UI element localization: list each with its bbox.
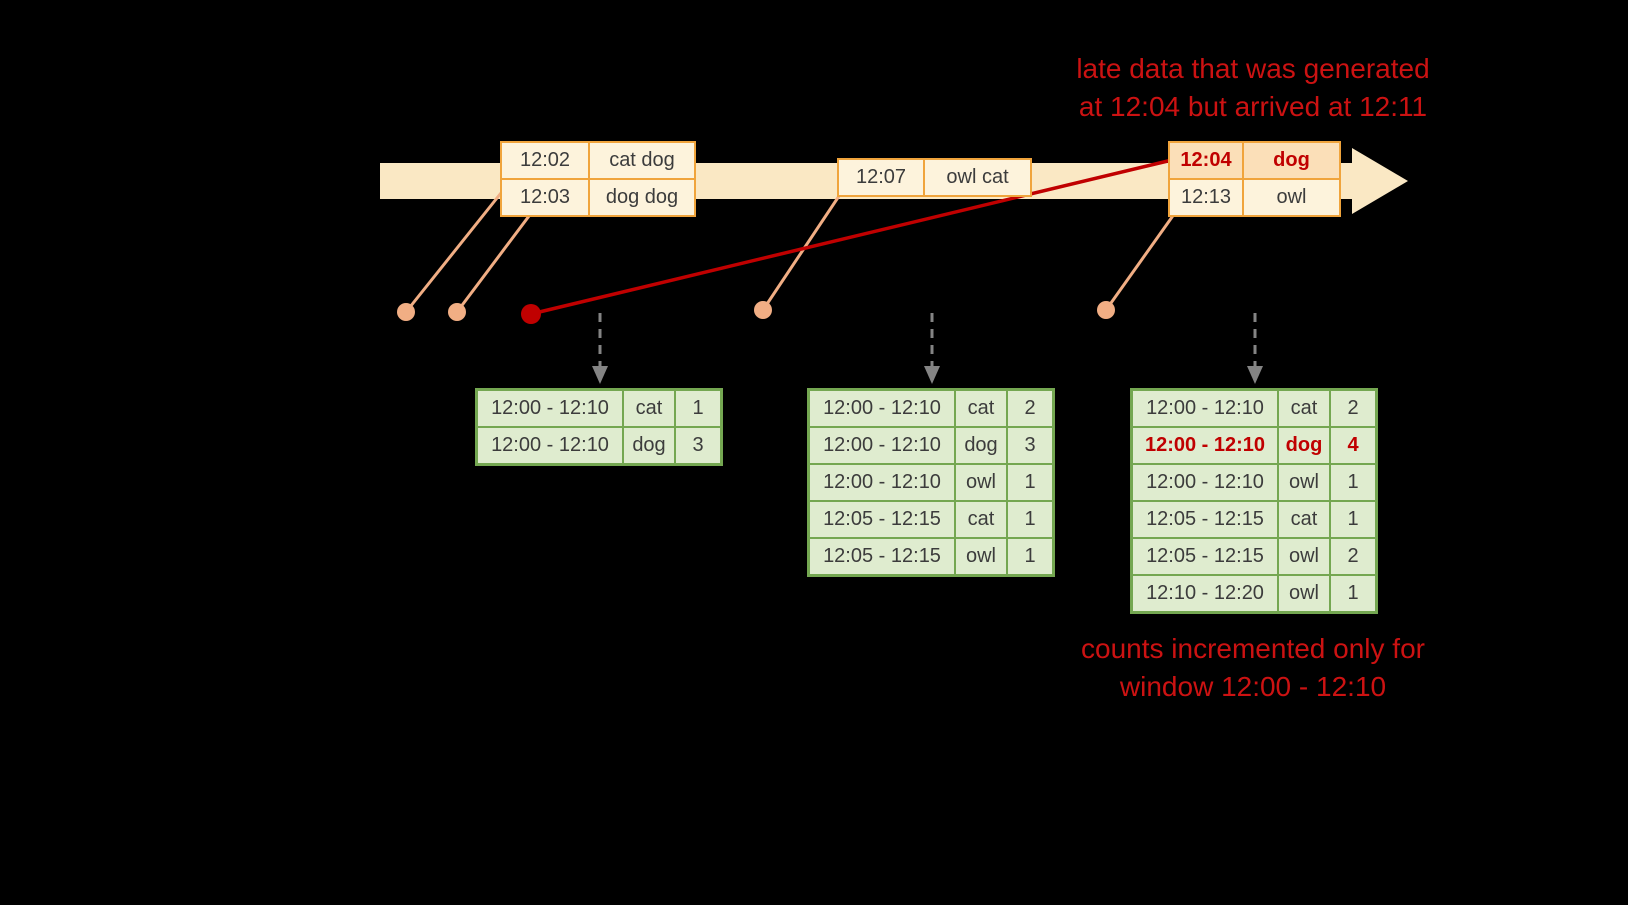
result-window: 12:10 - 12:20 [1133, 576, 1277, 611]
result-word: owl [1279, 465, 1329, 500]
result-window: 12:00 - 12:10 [810, 391, 954, 426]
result-count: 2 [1008, 391, 1052, 426]
connector-line [455, 199, 543, 313]
result-count: 1 [676, 391, 720, 426]
result-count: 2 [1331, 539, 1375, 574]
result-window: 12:00 - 12:10 [810, 465, 954, 500]
event-words: cat dog [590, 143, 694, 178]
counts-note-line2: window 12:00 - 12:10 [1119, 671, 1387, 702]
event-time: 12:07 [839, 160, 923, 195]
result-window: 12:00 - 12:10 [478, 428, 622, 463]
result-window: 12:00 - 12:10 [1133, 465, 1277, 500]
result-window: 12:00 - 12:10 [1133, 391, 1277, 426]
connector-line [761, 192, 843, 311]
event-time: 12:02 [502, 143, 588, 178]
updated-result-window: 12:00 - 12:10 [1133, 428, 1277, 463]
event-table-3: 12:04 dog 12:13 owl [1168, 141, 1341, 217]
event-words: dog dog [590, 180, 694, 215]
result-word: owl [956, 539, 1006, 574]
event-words: owl [1244, 180, 1339, 215]
result-word: owl [1279, 576, 1329, 611]
result-table-3: 12:00 - 12:10 cat 2 12:00 - 12:10 dog 4 … [1130, 388, 1378, 614]
late-data-line [530, 158, 1173, 316]
event-words: owl cat [925, 160, 1030, 195]
result-count: 1 [1331, 502, 1375, 537]
event-dot [397, 303, 415, 321]
late-data-note: late data that was generated at 12:04 bu… [1030, 50, 1476, 126]
result-count: 1 [1008, 465, 1052, 500]
result-word: cat [1279, 502, 1329, 537]
result-count: 3 [1008, 428, 1052, 463]
result-window: 12:05 - 12:15 [810, 502, 954, 537]
result-window: 12:00 - 12:10 [478, 391, 622, 426]
late-data-note-line1: late data that was generated [1076, 53, 1430, 84]
trigger-arrow-icon [924, 313, 940, 384]
late-data-dot [521, 304, 541, 324]
result-count: 2 [1331, 391, 1375, 426]
result-count: 3 [676, 428, 720, 463]
event-dot [448, 303, 466, 321]
result-table-1: 12:00 - 12:10 cat 1 12:00 - 12:10 dog 3 [475, 388, 723, 466]
event-table-2: 12:07 owl cat [837, 158, 1032, 197]
result-word: dog [624, 428, 674, 463]
trigger-arrow-icon [592, 313, 608, 384]
result-word: cat [956, 502, 1006, 537]
event-dot [754, 301, 772, 319]
result-window: 12:00 - 12:10 [810, 428, 954, 463]
result-window: 12:05 - 12:15 [1133, 502, 1277, 537]
result-word: owl [956, 465, 1006, 500]
connector-line [404, 187, 507, 313]
event-dot [1097, 301, 1115, 319]
result-window: 12:05 - 12:15 [1133, 539, 1277, 574]
event-table-1: 12:02 cat dog 12:03 dog dog [500, 141, 696, 217]
result-word: cat [1279, 391, 1329, 426]
late-event-words: dog [1244, 143, 1339, 178]
result-count: 1 [1331, 576, 1375, 611]
trigger-arrow-icon [1247, 313, 1263, 384]
event-time: 12:13 [1170, 180, 1242, 215]
result-word: dog [956, 428, 1006, 463]
result-count: 1 [1331, 465, 1375, 500]
result-count: 1 [1008, 502, 1052, 537]
result-word: cat [624, 391, 674, 426]
counts-note-line1: counts incremented only for [1081, 633, 1425, 664]
connector-line [1104, 202, 1184, 311]
updated-result-word: dog [1279, 428, 1329, 463]
late-data-note-line2: at 12:04 but arrived at 12:11 [1078, 91, 1428, 122]
result-word: owl [1279, 539, 1329, 574]
result-count: 1 [1008, 539, 1052, 574]
late-event-time: 12:04 [1170, 143, 1242, 178]
result-word: cat [956, 391, 1006, 426]
updated-result-count: 4 [1331, 428, 1375, 463]
event-time: 12:03 [502, 180, 588, 215]
counts-incremented-note: counts incremented only for window 12:00… [1030, 630, 1476, 706]
result-window: 12:05 - 12:15 [810, 539, 954, 574]
result-table-2: 12:00 - 12:10 cat 2 12:00 - 12:10 dog 3 … [807, 388, 1055, 577]
